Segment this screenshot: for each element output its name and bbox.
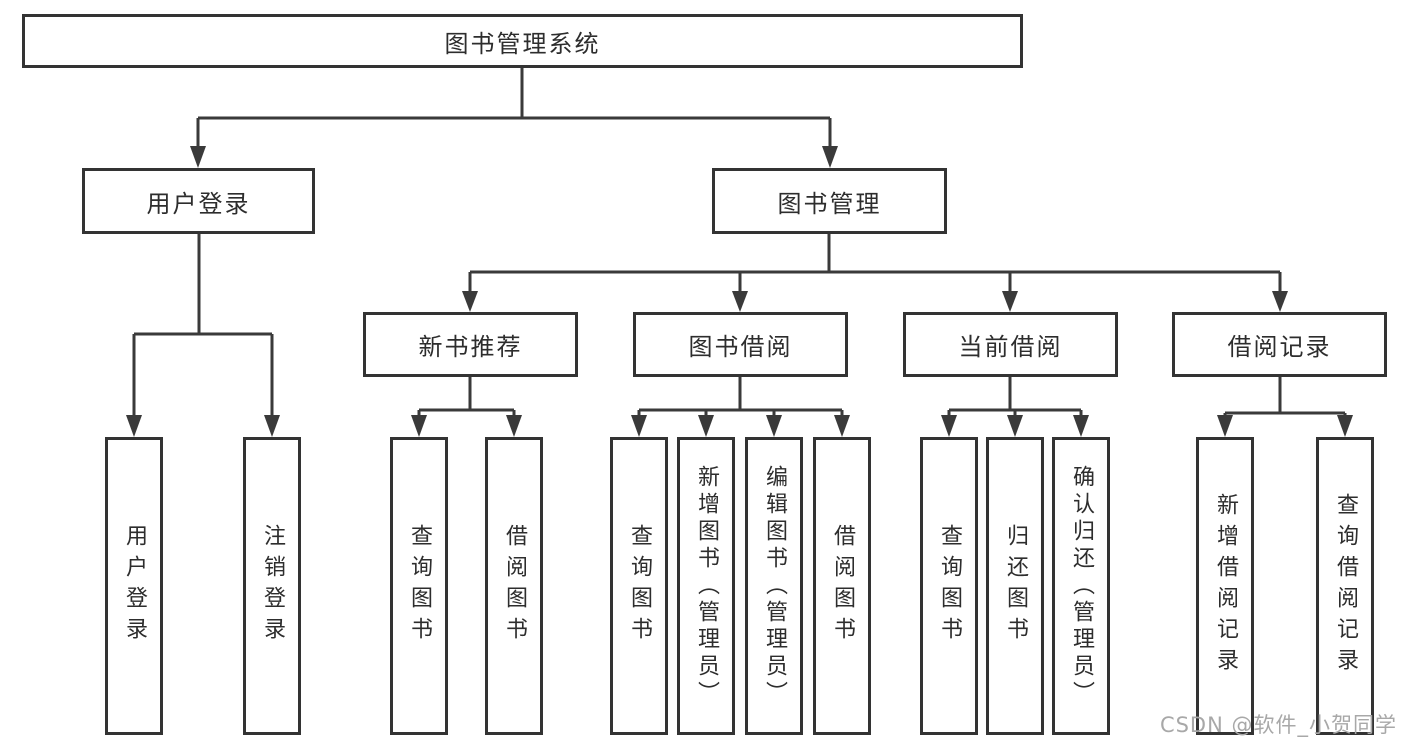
arrowhead-icon: [1002, 291, 1018, 312]
connector-user-login-children: [126, 234, 280, 437]
leaf-current-confirm-return-admin: 确认归还（管理员）: [1052, 437, 1110, 735]
arrowhead-icon: [631, 415, 647, 437]
connector-book-mgmt-children: [462, 234, 1288, 312]
leaf-logout: 注销登录: [243, 437, 301, 735]
leaf-borrow-add-books-admin: 新增图书（管理员）: [677, 437, 735, 735]
arrowhead-icon: [732, 291, 748, 312]
connector-root-to-level2: [190, 68, 838, 168]
arrowhead-icon: [462, 291, 478, 312]
node-book-borrowing: 图书借阅: [633, 312, 848, 377]
node-new-book-recommendation: 新书推荐: [363, 312, 578, 377]
leaf-current-query-books: 查询图书: [920, 437, 978, 735]
arrowhead-icon: [126, 415, 142, 437]
leaf-borrow-edit-books-admin: 编辑图书（管理员）: [745, 437, 803, 735]
arrowhead-icon: [1272, 291, 1288, 312]
connector-current-borrow-children: [941, 377, 1089, 437]
leaf-records-query-record: 查询借阅记录: [1316, 437, 1374, 735]
arrowhead-icon: [766, 415, 782, 437]
connector-new-book-rec-children: [411, 377, 522, 437]
arrowhead-icon: [190, 146, 206, 168]
node-user-login: 用户登录: [82, 168, 315, 234]
watermark: CSDN @软件_小贺同学: [1159, 713, 1397, 737]
leaf-current-return-books: 归还图书: [986, 437, 1044, 735]
arrowhead-icon: [264, 415, 280, 437]
connector-book-borrow-children: [631, 377, 850, 437]
node-book-management: 图书管理: [712, 168, 947, 234]
node-current-borrowing: 当前借阅: [903, 312, 1118, 377]
arrowhead-icon: [698, 415, 714, 437]
arrowhead-icon: [1337, 415, 1353, 437]
arrowhead-icon: [834, 415, 850, 437]
arrowhead-icon: [1217, 415, 1233, 437]
node-borrowing-records: 借阅记录: [1172, 312, 1387, 377]
connector-borrow-records-children: [1217, 377, 1353, 437]
arrowhead-icon: [506, 415, 522, 437]
node-root-system: 图书管理系统: [22, 14, 1023, 68]
arrowhead-icon: [1073, 415, 1089, 437]
arrowhead-icon: [941, 415, 957, 437]
leaf-borrow-query-books: 查询图书: [610, 437, 668, 735]
leaf-newrec-borrow-books: 借阅图书: [485, 437, 543, 735]
leaf-borrow-borrow-books: 借阅图书: [813, 437, 871, 735]
arrowhead-icon: [1007, 415, 1023, 437]
leaf-records-add-record: 新增借阅记录: [1196, 437, 1254, 735]
arrowhead-icon: [822, 146, 838, 168]
leaf-newrec-query-books: 查询图书: [390, 437, 448, 735]
arrowhead-icon: [411, 415, 427, 437]
leaf-user-login: 用户登录: [105, 437, 163, 735]
